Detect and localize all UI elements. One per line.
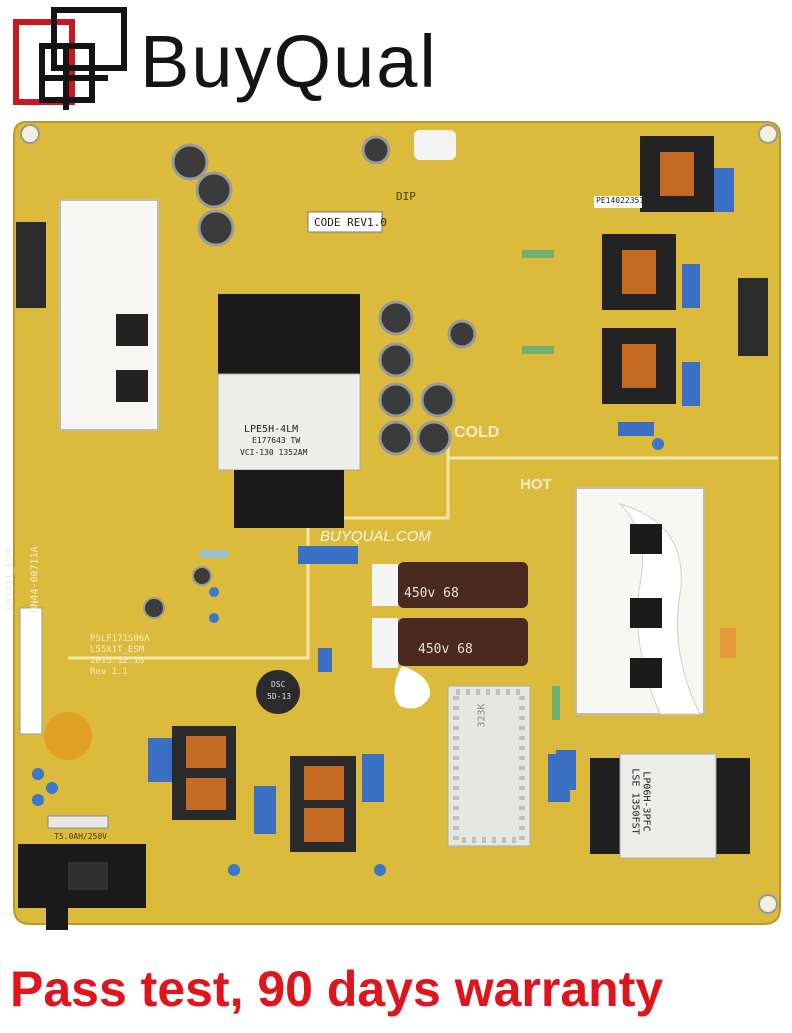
- transformer-main-line2: E177643 TW: [252, 436, 301, 445]
- surge-line1: DSC: [271, 680, 286, 689]
- surge-line2: 5D-13: [267, 692, 292, 701]
- brand-name: BuyQual: [140, 20, 438, 103]
- dip-label: DIP: [396, 190, 416, 203]
- side-label-line2: BN44-00711A: [29, 546, 41, 613]
- board-id-line3: 2013.12.18: [90, 656, 145, 666]
- buyqual-logo-icon: [13, 7, 127, 110]
- transformer-right-line2: LSE 1350FST: [629, 768, 641, 835]
- cap-value-text: 68: [457, 642, 473, 657]
- transformer-main-line1: LPE5H-4LM: [244, 424, 299, 435]
- board-id-line2: L55X1T_ESM: [90, 645, 145, 655]
- code-rev-label: CODE REV1.0: [314, 216, 387, 229]
- watermark-label: BUYQUAL.COM: [320, 528, 431, 545]
- part-sticker-label: PE14022351: [596, 196, 645, 205]
- pcb-board: [13, 121, 781, 930]
- warranty-slogan: Pass test, 90 days warranty: [10, 961, 664, 1017]
- transformer-right-line1: LP06H-3PFC: [640, 771, 652, 832]
- board-id-line4: Rev 1.1: [90, 667, 128, 677]
- cap-value-text: 68: [443, 586, 459, 601]
- fuse-label: T5.0AH/250V: [54, 832, 107, 841]
- board-id-line1: PSLF171S06A: [90, 634, 150, 644]
- heatsink-label: 323K: [476, 703, 488, 728]
- hot-label: HOT: [520, 476, 552, 493]
- side-label-line1: L55X1T_ESM: [4, 549, 16, 610]
- bulk-cap-top-label: 450v 68: [404, 586, 459, 601]
- cold-label: COLD: [454, 424, 500, 441]
- cap-voltage-text: 450v: [418, 642, 450, 657]
- power-board-photo: CODE REV1.0 PE14022351 DIP LPE5H-4LM E17…: [4, 118, 784, 930]
- bulk-cap-bottom-label: 450v 68: [418, 642, 473, 657]
- transformer-main-line3: VCI-130 1352AM: [240, 448, 308, 457]
- cap-voltage-text: 450v: [404, 586, 436, 601]
